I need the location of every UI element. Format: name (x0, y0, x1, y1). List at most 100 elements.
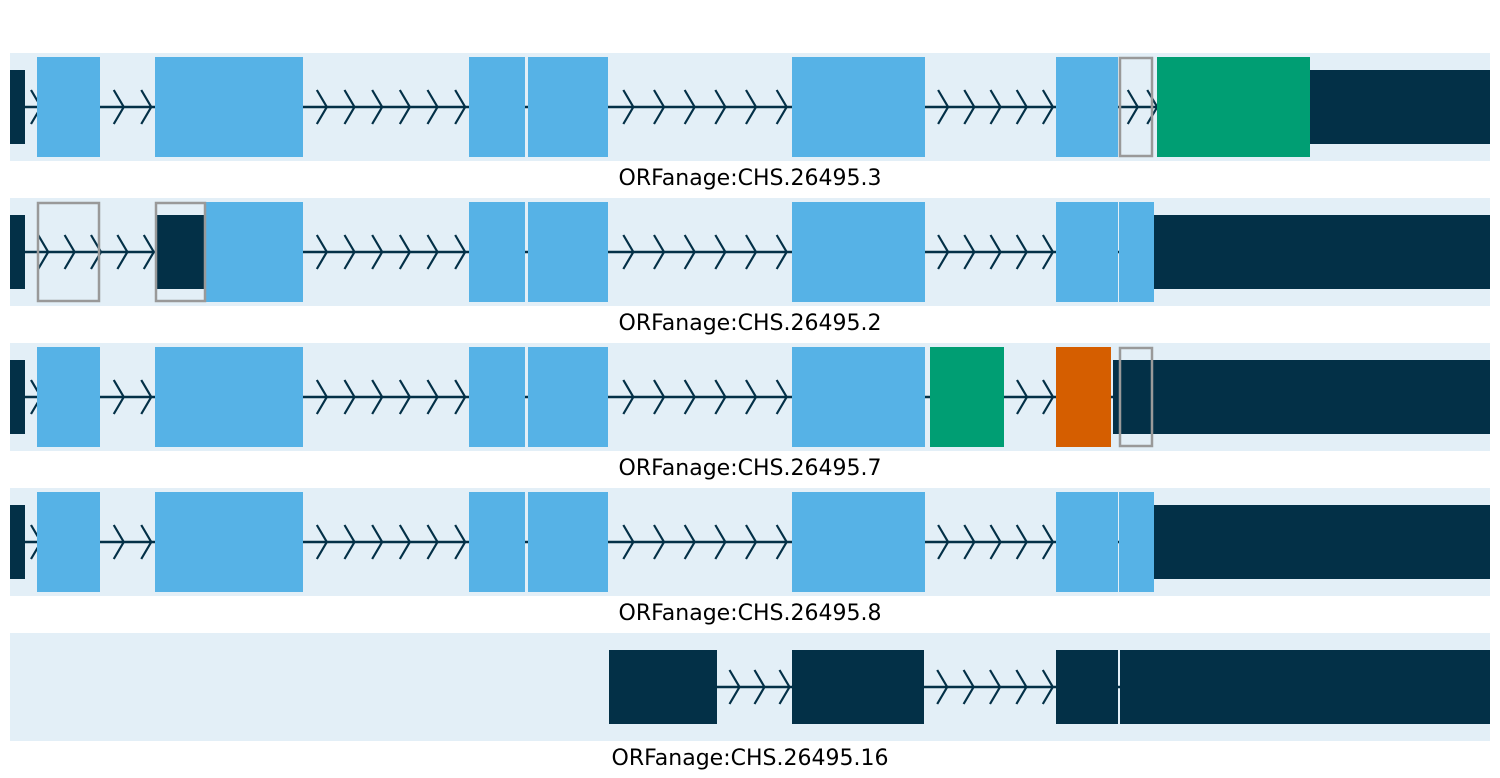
intron-chevron (683, 379, 696, 415)
intron-chevron (962, 669, 975, 705)
intron-chevron (622, 524, 635, 560)
intron-chevron (343, 379, 356, 415)
intron-chevron (343, 524, 356, 560)
intron-chevron (963, 524, 976, 560)
intron-chevron (426, 234, 439, 270)
intron-chevron (775, 234, 788, 270)
intron-chevron (398, 379, 412, 415)
intron-chevron (1015, 669, 1028, 705)
intron-chevron (775, 89, 788, 125)
intron-chevron (989, 89, 1002, 125)
intron-chevron (315, 89, 329, 125)
intron-chevron (140, 379, 153, 415)
transcript-label: ORFanage:CHS.26495.2 (619, 311, 882, 336)
utr-exon (10, 70, 25, 144)
intron-chevron (963, 89, 976, 125)
intron-chevron (315, 234, 329, 270)
cds-exon (528, 492, 608, 592)
intron-chevron (371, 89, 384, 125)
intron-chevron (714, 379, 727, 415)
transcript-track: ORFanage:CHS.26495.3 (10, 53, 1490, 191)
intron-chevron (1015, 89, 1028, 125)
intron-chevron (426, 89, 439, 125)
intron-chevron (728, 669, 741, 705)
cds-exon (1119, 492, 1154, 592)
utr-exon (10, 505, 25, 579)
intron-chevron (37, 234, 50, 270)
utr-exon (609, 650, 717, 724)
intron-chevron (745, 89, 758, 125)
utr-exon (157, 215, 205, 289)
cds-exon (469, 492, 525, 592)
transcript-track: ORFanage:CHS.26495.8 (10, 488, 1490, 626)
intron-chevron (1015, 524, 1028, 560)
removed-cds-outline (154, 201, 207, 303)
cds-exon (1056, 57, 1118, 157)
transcript-track: ORFanage:CHS.26495.2 (10, 198, 1490, 336)
intron-chevron (398, 524, 412, 560)
intron-chevron (140, 524, 153, 560)
cds-exon (528, 202, 608, 302)
cds-exon (37, 347, 100, 447)
removed-cds-outline (36, 201, 101, 303)
intron-chevron (426, 524, 439, 560)
transcript-label: ORFanage:CHS.26495.16 (612, 746, 889, 771)
intron-chevron (937, 234, 950, 270)
intron-chevron (90, 234, 103, 270)
intron-chevron (371, 379, 384, 415)
intron-chevron (63, 234, 76, 270)
utr-exon (1056, 650, 1118, 724)
intron-chevron (963, 234, 976, 270)
intron-chevron (989, 669, 1002, 705)
intron-chevron (454, 379, 467, 415)
cds-exon (792, 57, 925, 157)
intron-chevron (989, 524, 1002, 560)
transcript-track: ORFanage:CHS.26495.16 (10, 633, 1490, 771)
intron-chevron (1126, 89, 1140, 125)
intron-chevron (1016, 379, 1029, 415)
intron-chevron (1041, 669, 1055, 705)
utr-exon (1154, 505, 1490, 579)
intron-chevron (714, 89, 727, 125)
intron-chevron (714, 524, 727, 560)
intron-chevron (653, 379, 666, 415)
intron-chevron (653, 524, 666, 560)
intron-chevron (775, 524, 788, 560)
utr-exon (1310, 70, 1490, 144)
transcript-label: ORFanage:CHS.26495.7 (619, 456, 882, 481)
intron-chevron (936, 669, 949, 705)
intron-chevron (745, 234, 758, 270)
intron-chevron (989, 234, 1002, 270)
intron-chevron (622, 89, 635, 125)
intron-chevron (112, 379, 126, 415)
intron-chevron (714, 234, 727, 270)
intron-chevron (937, 524, 950, 560)
intron-chevron (1042, 379, 1055, 415)
intron-chevron (398, 234, 412, 270)
intron-chevron (116, 234, 129, 270)
intron-chevron (622, 379, 635, 415)
intron-chevron (778, 669, 791, 705)
intron-chevron (371, 524, 384, 560)
intron-chevron (315, 524, 329, 560)
cds-exon (37, 57, 100, 157)
cds-exon (792, 347, 925, 447)
intron-chevron (745, 379, 758, 415)
cds-exon (155, 57, 303, 157)
intron-chevron (937, 89, 950, 125)
cds-exon (155, 347, 303, 447)
transcript-label: ORFanage:CHS.26495.3 (619, 166, 882, 191)
added-cds-exon (930, 347, 1004, 447)
intron-chevron (343, 89, 356, 125)
intron-chevron (454, 89, 467, 125)
utr-exon (1120, 650, 1490, 724)
intron-chevron (426, 379, 439, 415)
utr-exon (10, 360, 25, 434)
removed-cds-outline (1118, 56, 1154, 158)
cds-exon (469, 347, 525, 447)
utr-exon (1113, 360, 1490, 434)
intron-chevron (142, 234, 156, 270)
intron-chevron (343, 234, 356, 270)
cds-exon (1056, 202, 1118, 302)
